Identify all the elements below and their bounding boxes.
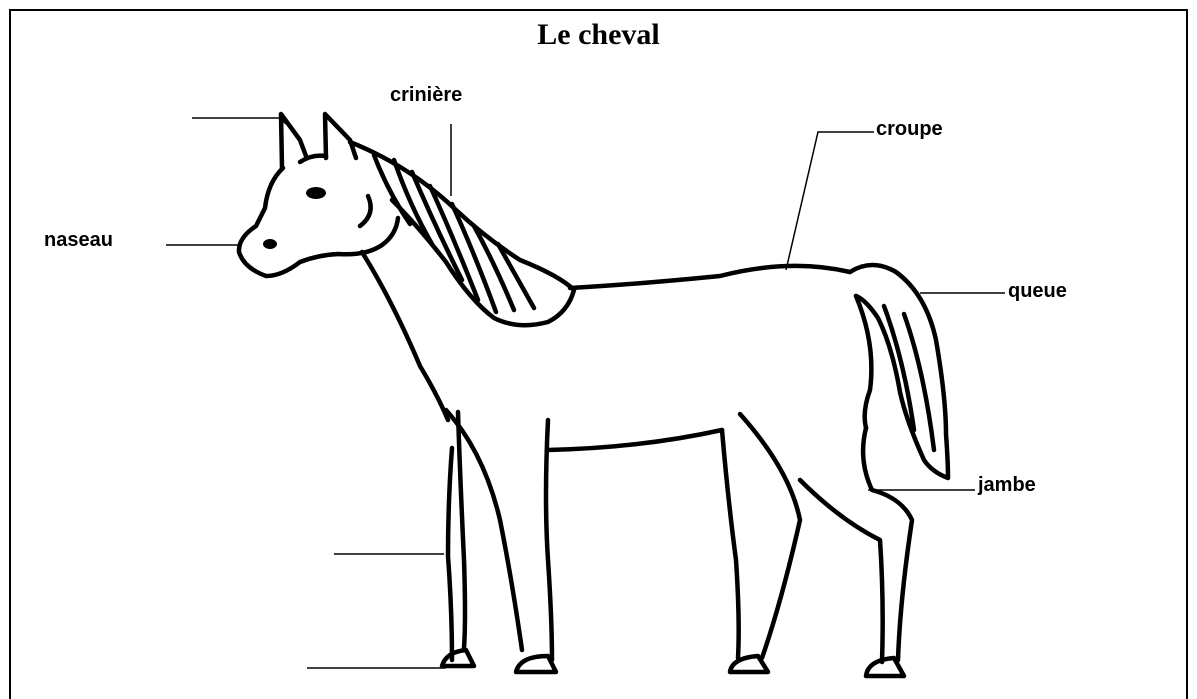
- horse-jaw: [360, 196, 371, 226]
- horse-hoof-1: [442, 650, 474, 666]
- horse-hindquarter: [856, 296, 871, 428]
- tail-strand-2: [904, 314, 934, 450]
- horse-back: [570, 266, 850, 288]
- horse-neck-front: [362, 252, 448, 420]
- horse-hindleg-right-inner: [800, 480, 883, 662]
- horse-hindleg-left-inner: [740, 414, 800, 658]
- horse-foreleg-front-inner: [546, 420, 552, 660]
- label-jambe: jambe: [978, 474, 1036, 497]
- leader-line-ear: [192, 118, 286, 124]
- label-croupe: croupe: [876, 118, 943, 141]
- horse-foreleg-back-inner: [448, 448, 452, 660]
- horse-ear-right: [325, 114, 356, 158]
- horse-hindleg-right-outer: [863, 428, 912, 660]
- label-naseau: naseau: [44, 229, 113, 252]
- leader-line-croupe: [786, 132, 874, 270]
- horse-head: [239, 168, 398, 276]
- horse-outline: [239, 114, 948, 676]
- mane-strand-7: [498, 244, 534, 308]
- horse-mane: [350, 142, 574, 325]
- horse-nostril: [263, 239, 277, 249]
- horse-hindleg-left-outer: [722, 430, 739, 658]
- horse-eye: [306, 187, 326, 199]
- leader-lines: [166, 118, 1005, 668]
- mane-strand-3: [412, 172, 462, 280]
- horse-foreleg-back-outer: [458, 412, 465, 648]
- horse-belly: [548, 430, 722, 450]
- label-queue: queue: [1008, 280, 1067, 303]
- label-criniere: crinière: [390, 84, 462, 107]
- horse-hoof-2: [516, 656, 556, 672]
